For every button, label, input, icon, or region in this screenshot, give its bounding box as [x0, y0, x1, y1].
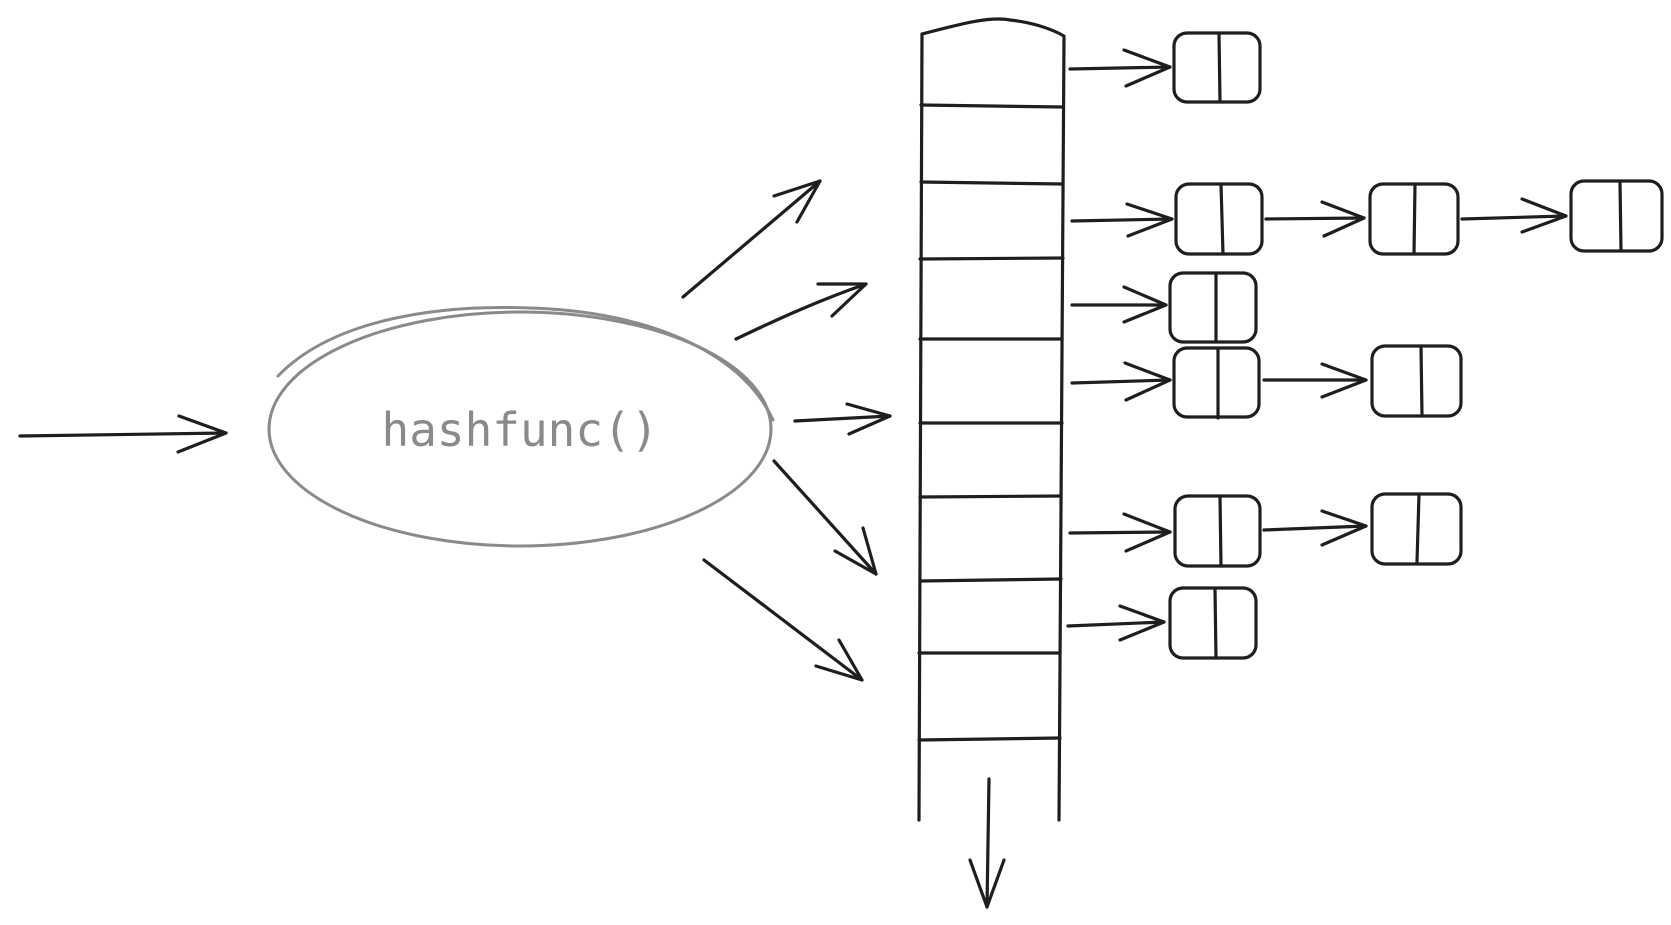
hash-output-arrow-4 [772, 459, 878, 576]
bucket-slot-dividers [917, 103, 1065, 742]
bucket-array-right-edge [1057, 36, 1066, 822]
list-node [1172, 31, 1262, 104]
hash-output-arrow-5 [702, 558, 864, 682]
list-node [1368, 182, 1460, 256]
hash-output-arrow-2 [734, 282, 868, 341]
hash-output-arrow-1 [681, 179, 822, 299]
list-node [1168, 586, 1258, 660]
list-node [1174, 182, 1264, 256]
chain-slot-8 [1066, 586, 1258, 660]
chain-arrow [1066, 604, 1166, 642]
hash-function-node: hashfunc() [267, 306, 775, 548]
input-arrow [18, 414, 228, 454]
bucket-divider [918, 494, 1063, 499]
chain-slot-3 [1070, 179, 1664, 256]
bucket-array [917, 17, 1066, 822]
list-node [1370, 492, 1463, 566]
chain-arrow [1070, 361, 1172, 402]
list-node [1173, 494, 1262, 568]
bucket-divider [918, 577, 1063, 583]
chain-arrow [1068, 512, 1172, 553]
chain-arrow [1068, 48, 1172, 88]
chain-arrow [1262, 509, 1368, 547]
bucket-divider [917, 736, 1062, 742]
chain-arrow [1262, 362, 1368, 399]
chain-arrow [1460, 197, 1568, 234]
chain-slot-5 [1070, 344, 1463, 420]
list-node [1370, 344, 1463, 418]
bucket-array-left-edge [917, 32, 924, 822]
chain-arrow [1264, 200, 1366, 238]
hash-function-label: hashfunc() [382, 403, 659, 457]
list-node [1168, 271, 1258, 344]
chain-arrow [1070, 202, 1174, 238]
hash-output-arrow-3 [793, 402, 892, 436]
bucket-divider [918, 256, 1065, 261]
chain-slot-4 [1070, 271, 1258, 344]
hash-function-ellipse [267, 310, 773, 548]
bucket-array-top [920, 17, 1066, 38]
bucket-divider [919, 180, 1065, 186]
bucket-divider [919, 103, 1065, 109]
list-node [1172, 346, 1261, 420]
list-node [1569, 179, 1664, 253]
continuation-arrow [968, 777, 1006, 909]
chain-slot-7 [1068, 492, 1463, 568]
chain-arrow [1070, 285, 1168, 324]
chain-slot-1 [1068, 31, 1262, 104]
hash-output-arrows [681, 179, 892, 682]
